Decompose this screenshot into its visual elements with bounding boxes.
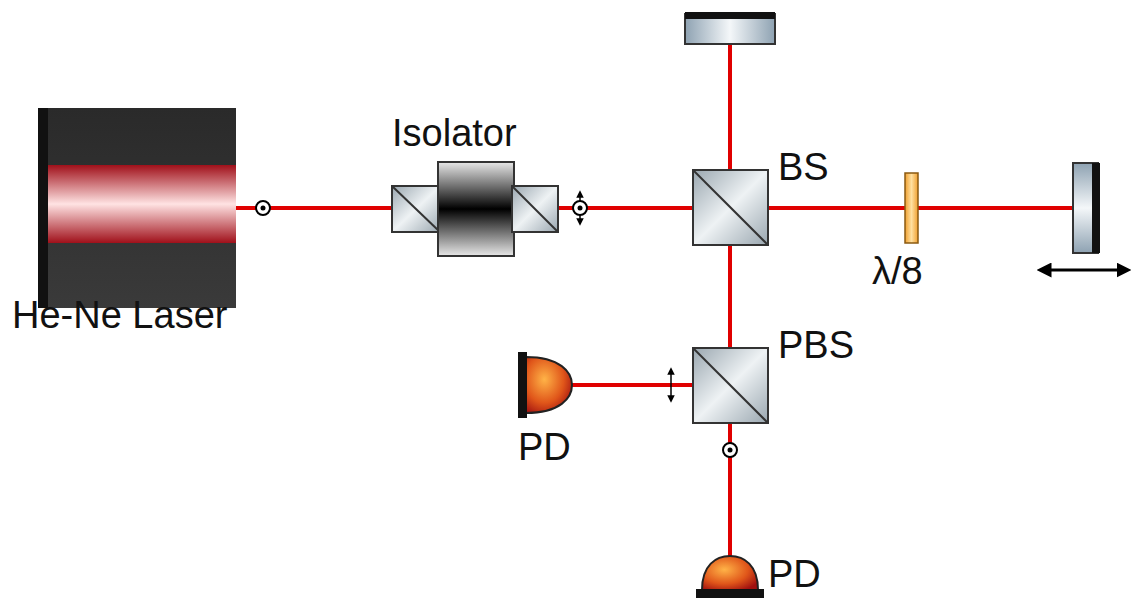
photodiode	[696, 556, 764, 598]
waveplate	[905, 173, 918, 243]
polarization-symbol	[573, 194, 587, 222]
polarizing-beam-splitter	[693, 348, 768, 423]
polarizer-prism	[512, 186, 558, 232]
laser-symbol	[38, 108, 236, 308]
photodiode	[518, 352, 572, 418]
part-label: He-Ne Laser	[12, 296, 227, 334]
beam-splitter	[693, 170, 768, 245]
part-label: BS	[778, 148, 829, 186]
laser-beam	[236, 206, 1075, 210]
part-label: Isolator	[392, 114, 517, 152]
part-label: PD	[518, 428, 571, 466]
polarization-symbol	[256, 201, 270, 215]
laser-tube	[48, 165, 236, 243]
laser-beam	[728, 42, 732, 560]
part-label: λ/8	[872, 252, 923, 290]
isolator-symbol	[392, 162, 558, 256]
faraday-rotator	[438, 162, 514, 256]
mirror	[685, 12, 775, 44]
polarizer-prism	[392, 186, 440, 232]
laser-body	[48, 108, 236, 308]
polarization-symbol	[670, 371, 672, 399]
translation-arrow	[1044, 269, 1124, 272]
movable-mirror	[1044, 163, 1124, 270]
part-label: PBS	[778, 326, 854, 364]
part-label: PD	[768, 555, 821, 593]
laser-beam	[236, 42, 1075, 560]
polarization-symbol	[723, 443, 737, 457]
